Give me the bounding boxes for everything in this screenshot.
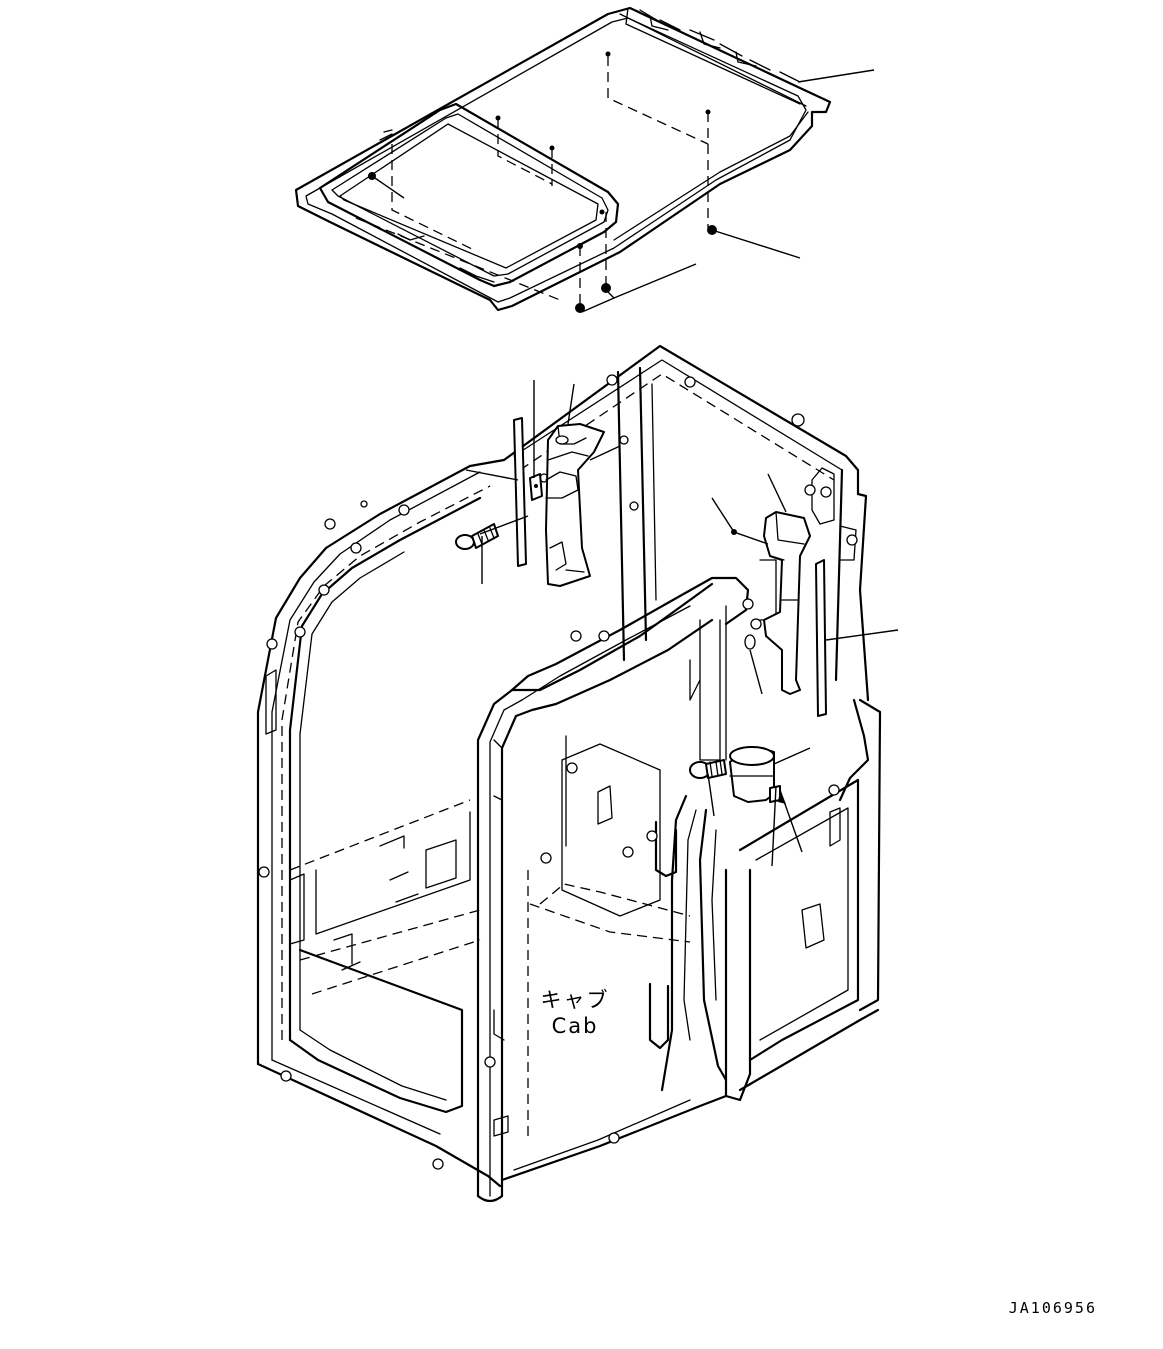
left-pillar-cover (545, 423, 605, 587)
cup-holder-bolt (689, 759, 727, 779)
left-clip (529, 473, 543, 501)
left-bolt (455, 523, 499, 550)
cab-frame (256, 344, 882, 1203)
cab-label-en: Cab (551, 1014, 599, 1038)
right-strip (815, 559, 827, 717)
cab-label-jp: キャブ (540, 988, 610, 1012)
roof-panel (294, 6, 832, 313)
roof-leader-lines (371, 69, 875, 313)
right-pillar-cover (763, 511, 811, 695)
right-screw (731, 529, 756, 650)
cup-holder (729, 746, 781, 803)
left-strip (513, 417, 527, 567)
cab-label: キャブ Cab (530, 987, 620, 1039)
frame-mounting-holes (258, 374, 858, 1170)
drawing-code: JA106956 (1008, 1299, 1097, 1317)
cab-leader-lines (465, 380, 899, 867)
